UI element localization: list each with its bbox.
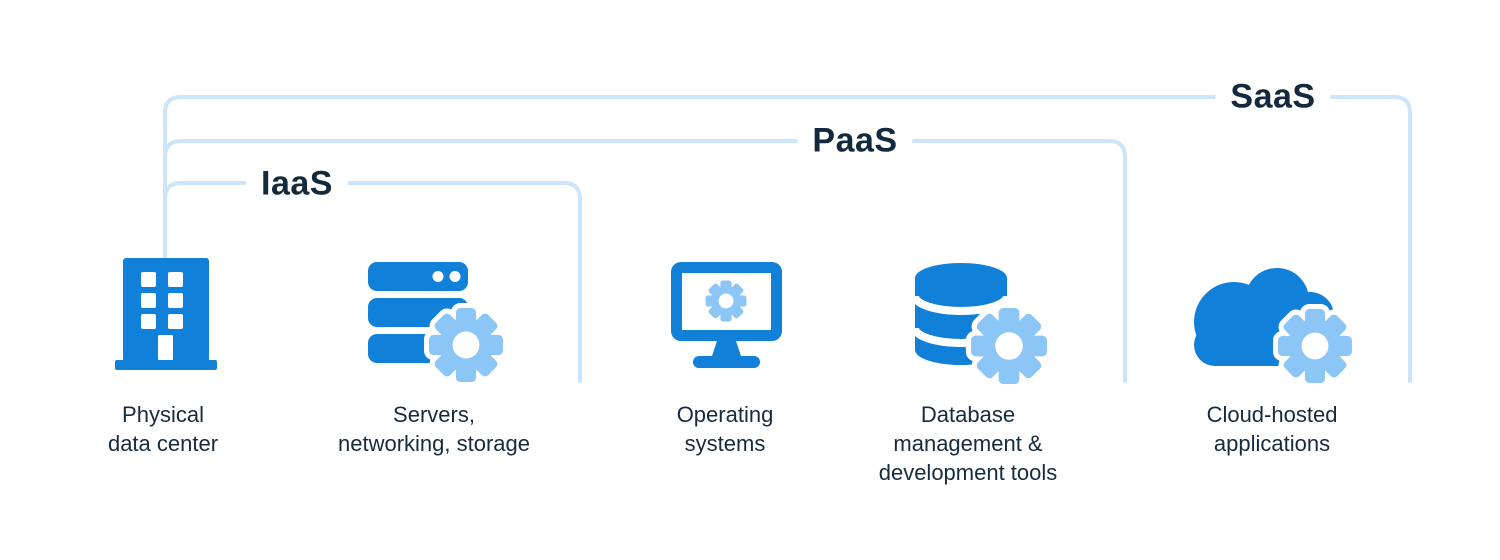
layer-label-iaas: IaaS — [246, 164, 348, 204]
paas-bracket-line — [163, 139, 1127, 383]
cloud-gear-icon — [1194, 268, 1357, 384]
server-stack-gear-icon — [368, 262, 511, 388]
caption-physical-data-center: Physical data center — [107, 402, 219, 456]
building-icon — [115, 258, 217, 370]
iaas-bracket-line — [163, 181, 582, 383]
caption-cloud-hosted-applications: Cloud-hosted applications — [1206, 402, 1338, 456]
caption-database-management: Database management & development tools — [878, 402, 1058, 485]
caption-operating-systems: Operating systems — [676, 402, 774, 456]
caption-servers-networking-storage: Servers, networking, storage — [338, 402, 530, 456]
layer-label-saas: SaaS — [1215, 77, 1331, 117]
database-gear-icon — [912, 263, 1052, 388]
monitor-gear-icon — [671, 262, 782, 368]
saas-bracket-line — [163, 95, 1412, 383]
layer-label-paas: PaaS — [797, 121, 913, 161]
